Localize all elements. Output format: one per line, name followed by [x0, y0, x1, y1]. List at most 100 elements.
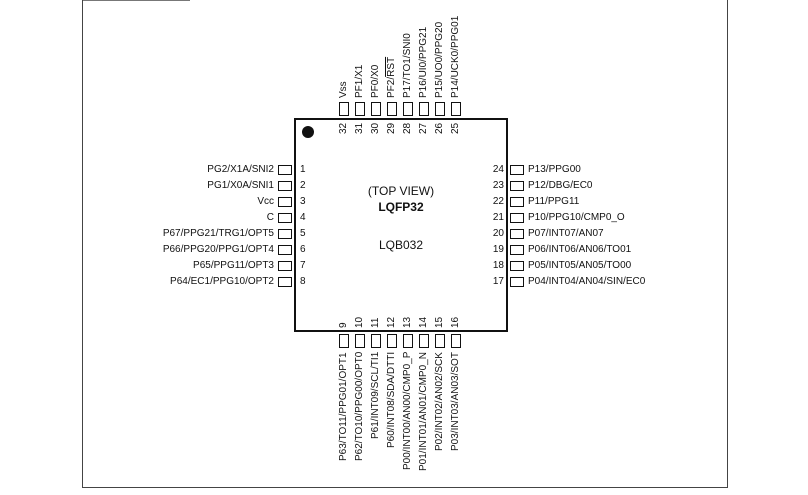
pin-number: 27	[418, 122, 429, 134]
pin-lead-bottom	[355, 334, 365, 348]
pin-label: P00/INT00/AN00/CMP0_P	[402, 351, 413, 470]
header-rule	[82, 0, 190, 1]
pin-number: 3	[300, 196, 306, 207]
pin-label: P05/INT05/AN05/TO00	[528, 260, 632, 271]
pin-label: P01/INT01/AN01/CMP0_N	[418, 352, 429, 471]
pin-lead-right	[510, 261, 524, 271]
top-view-label: (TOP VIEW)	[367, 184, 435, 198]
pin-lead-top	[419, 102, 429, 116]
pin-number: 21	[492, 212, 504, 223]
pin-label: P16/UI0/PPG21	[418, 26, 429, 98]
pin-label: P07/INT07/AN07	[528, 228, 604, 239]
pin-label: P60/INT08/SDA/DTTI	[386, 351, 397, 448]
pin-lead-bottom	[451, 334, 461, 348]
pin-number: 12	[386, 316, 397, 328]
pin-number: 8	[300, 276, 306, 287]
pin-label: P11/PPG11	[528, 196, 580, 207]
pin-number: 31	[354, 122, 365, 134]
pin-number: 6	[300, 244, 306, 255]
pin-label: P67/PPG21/TRG1/OPT5	[162, 228, 274, 239]
package-code: LQB032	[378, 238, 424, 252]
pin-lead-bottom	[387, 334, 397, 348]
pin-label: P62/TO10/PPG00/OPT0	[354, 351, 365, 461]
pin-label: P03/INT03/AN03/SOT	[450, 352, 461, 451]
pin-number: 20	[492, 228, 504, 239]
pin1-marker-dot	[302, 126, 314, 138]
pin-number: 2	[300, 180, 306, 191]
pin-lead-left	[278, 213, 292, 223]
pin-lead-left	[278, 229, 292, 239]
pin-lead-top	[355, 102, 365, 116]
pin-lead-right	[510, 197, 524, 207]
pin-label: PF0/X0	[370, 64, 381, 98]
pin-lead-top	[387, 102, 397, 116]
pin-number: 32	[338, 122, 349, 134]
pin-label: Vcc	[257, 196, 274, 207]
pin-lead-bottom	[403, 334, 413, 348]
pin-number: 26	[434, 122, 445, 134]
pin-lead-bottom	[371, 334, 381, 348]
pin-lead-bottom	[435, 334, 445, 348]
pin-number: 30	[370, 122, 381, 134]
pin-label: P61/INT09/SCL/TI1	[370, 351, 381, 439]
pin-label: C	[266, 212, 274, 223]
pin-number: 15	[434, 316, 445, 328]
pin-label: P14/UCK0/PPG01	[450, 15, 461, 98]
pin-lead-left	[278, 277, 292, 287]
pin-label: PG2/X1A/SNI2	[207, 164, 274, 175]
pin-lead-right	[510, 277, 524, 287]
package-name: LQFP32	[378, 200, 424, 214]
pin-lead-bottom	[339, 334, 349, 348]
pin-lead-left	[278, 261, 292, 271]
pin-label: PF1/X1	[354, 64, 365, 98]
pin-number: 16	[450, 316, 461, 328]
pin-label: P64/EC1/PPG10/OPT2	[170, 276, 274, 287]
pin-lead-right	[510, 213, 524, 223]
pin-label: P65/PPG11/OPT3	[193, 260, 274, 271]
pin-label: P15/UO0/PPG20	[434, 21, 445, 98]
pin-lead-left	[278, 245, 292, 255]
pin-number: 19	[492, 244, 504, 255]
pin-label: P10/PPG10/CMP0_O	[528, 212, 625, 223]
pin-lead-right	[510, 229, 524, 239]
reset-overline-text: RST	[386, 56, 397, 77]
pin-lead-left	[278, 165, 292, 175]
pin-number: 17	[492, 276, 504, 287]
pin-label: P06/INT06/AN06/TO01	[528, 244, 632, 255]
pin-lead-top	[403, 102, 413, 116]
pin-label: PG1/X0A/SNI1	[207, 180, 274, 191]
figure-frame	[82, 0, 728, 488]
pin-number: 1	[300, 164, 306, 175]
pin-lead-right	[510, 165, 524, 175]
pin-number: 11	[370, 317, 381, 328]
pin-lead-top	[339, 102, 349, 116]
pin-lead-right	[510, 245, 524, 255]
pin-label: P66/PPG20/PPG1/OPT4	[162, 244, 274, 255]
pin-lead-top	[435, 102, 445, 116]
pin-lead-bottom	[419, 334, 429, 348]
pin-number: 13	[402, 316, 413, 328]
pin-lead-top	[371, 102, 381, 116]
pin-lead-left	[278, 197, 292, 207]
pin-number: 29	[386, 122, 397, 134]
pin-number: 25	[450, 122, 461, 134]
pin-lead-left	[278, 181, 292, 191]
pin-number: 23	[492, 180, 504, 191]
pin-number: 22	[492, 196, 504, 207]
ic-package-body	[294, 118, 508, 332]
pin-label: P04/INT04/AN04/SIN/EC0	[528, 276, 646, 287]
pin-number: 5	[300, 228, 306, 239]
pin-number: 7	[300, 260, 306, 271]
pin-label: P17/TO1/SNI0	[402, 33, 413, 98]
pin-number: 28	[402, 122, 413, 134]
pin-number: 24	[492, 164, 504, 175]
pin-label: P63/TO11/PPG01/OPT1	[338, 352, 349, 461]
pin-number: 18	[492, 260, 504, 271]
pin-number: 9	[338, 322, 349, 328]
pin-number: 10	[354, 316, 365, 328]
pin-label: P02/INT02/AN02/SCK	[434, 352, 445, 451]
pin-label: P12/DBG/EC0	[528, 180, 593, 191]
pin-lead-right	[510, 181, 524, 191]
pin-label: Vss	[338, 81, 349, 98]
pin-number: 4	[300, 212, 306, 223]
